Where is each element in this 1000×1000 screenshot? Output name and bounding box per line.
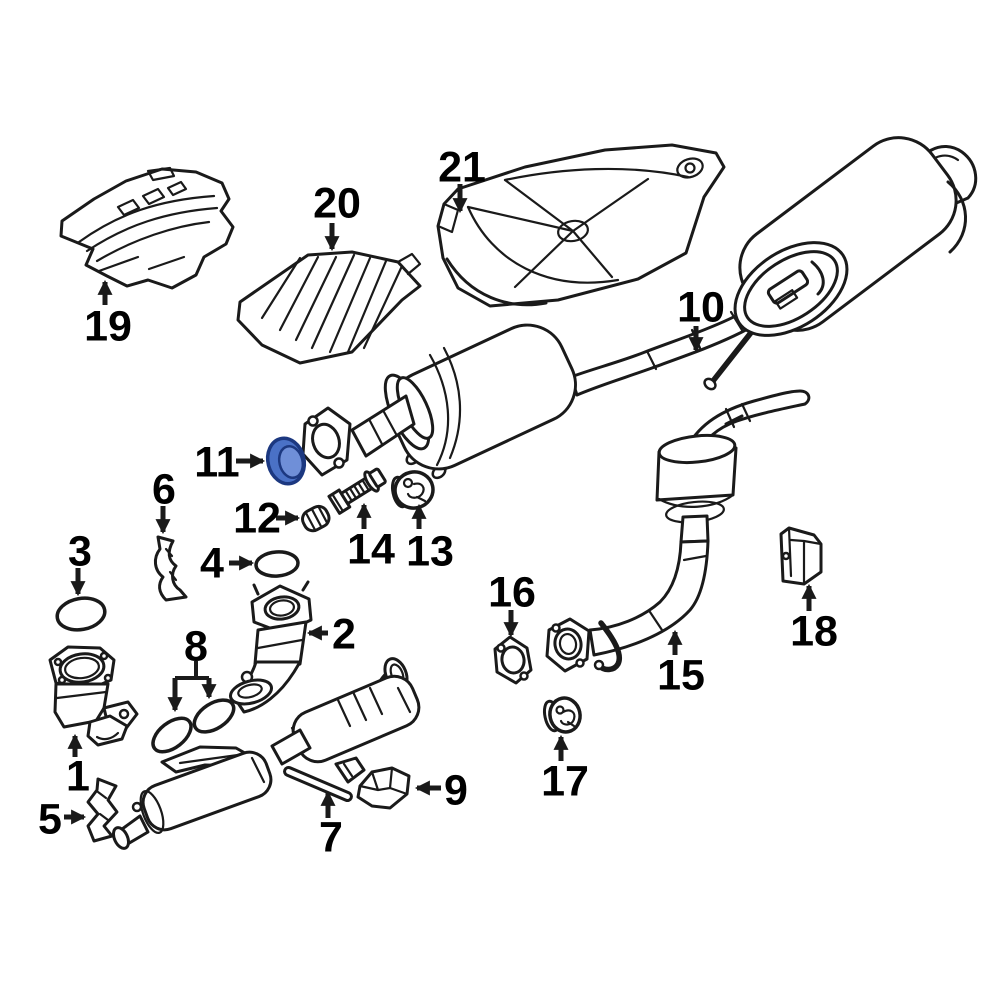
rear-muffler-assembly-art [569,136,978,397]
part-callout-18: 18 [790,583,838,655]
part-11-gasket-inner [277,444,305,480]
part-16-gasket-art [493,635,533,685]
part-callout-12: 12 [233,494,301,542]
part-13-hanger-art [390,470,435,510]
part-callout-8: 8 [167,622,217,713]
part-callout-13: 13 [406,503,454,575]
part-1-converter-art [48,645,139,747]
center-muffler-body-art [389,323,577,471]
part-number-label-4: 4 [200,539,224,587]
heat-shield-20-art [236,250,422,365]
part-number-label-9: 9 [444,766,468,814]
part-callout-5: 5 [38,795,87,843]
part-number-label-21: 21 [438,143,486,191]
part-callout-15: 15 [657,629,705,699]
center-muffler-assembly-art [301,323,577,480]
part-callout-17: 17 [541,734,589,805]
part-number-label-13: 13 [406,527,454,575]
part-7-front-pipe-art [111,657,421,850]
part-number-label-17: 17 [541,757,589,805]
part-11-highlighted-gasket [265,436,307,486]
part-callout-4: 4 [200,539,255,587]
part-callout-6: 6 [152,465,176,535]
part-number-label-11: 11 [194,438,239,486]
part-number-label-5: 5 [38,795,62,843]
part-2-converter-art [229,580,313,714]
part-callout-9: 9 [414,766,468,814]
part-callout-14: 14 [347,502,395,573]
part-number-label-16: 16 [488,568,536,616]
part-3-gasket-art [55,596,107,632]
part-number-label-19: 19 [84,302,132,350]
part-number-label-8: 8 [184,622,208,670]
heat-shield-21-art [436,143,726,308]
part-number-label-1: 1 [66,752,90,800]
part-number-label-6: 6 [152,465,176,513]
part-callout-20: 20 [313,179,361,252]
part-number-label-10: 10 [677,283,725,331]
part-number-label-3: 3 [68,527,92,575]
part-number-label-20: 20 [313,179,361,227]
part-8-gaskets-art [151,698,236,754]
part-callout-10: 10 [677,283,725,353]
part-callout-3: 3 [68,527,92,597]
part-callout-1: 1 [66,733,90,800]
part-callout-11: 11 [194,438,266,486]
part-number-label-2: 2 [332,610,356,658]
part-callout-21: 21 [438,143,486,214]
part-18-bracket-art [779,526,823,586]
part-15-center-pipe-art [545,389,811,673]
part-callout-7: 7 [319,790,343,861]
part-number-label-18: 18 [790,607,838,655]
heat-shield-19-art [59,166,235,290]
part-5-bracket-art [86,777,119,843]
muffler-inlet-pipe-art [350,394,416,458]
part-9-bracket-art [356,766,411,810]
part-callout-2: 2 [306,610,356,658]
part-14-bolt-art [327,467,387,515]
part-number-label-7: 7 [319,813,343,861]
part-17-hanger-art [542,696,582,734]
part-number-label-15: 15 [657,651,705,699]
part-4-gasket-art [254,550,300,578]
part-number-label-12: 12 [233,494,281,542]
part-6-bracket-art [154,535,188,602]
part-callout-19: 19 [84,279,132,350]
muffler-hanger-ring-art [733,241,849,337]
part-callout-16: 16 [488,568,536,638]
part-number-label-14: 14 [347,525,395,573]
part-12-bushing-art [301,504,331,533]
